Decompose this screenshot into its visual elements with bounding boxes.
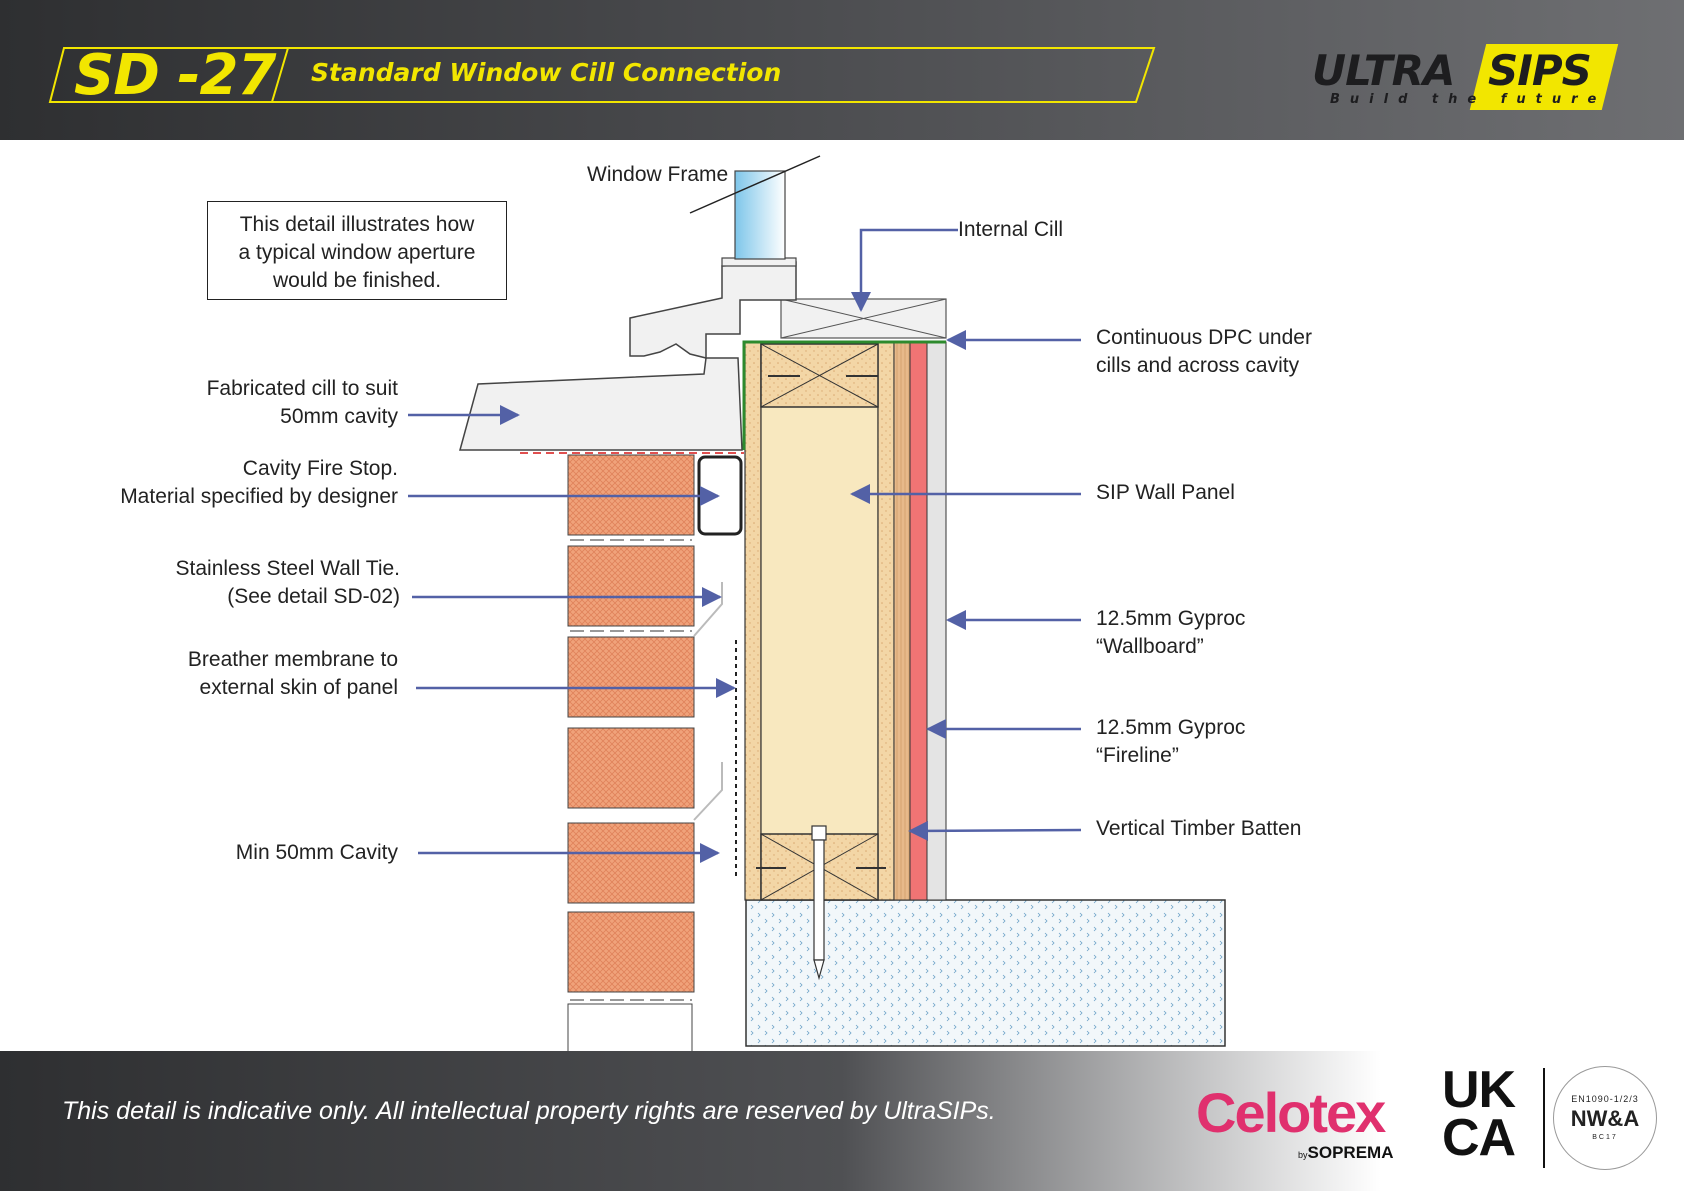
label-wallboard: 12.5mm Gyproc “Wallboard” xyxy=(1096,605,1245,661)
wall-tie xyxy=(693,582,723,637)
label-internal-cill: Internal Cill xyxy=(958,218,1064,241)
label-line: Fabricated cill to suit xyxy=(206,377,398,400)
label-line: Breather membrane to xyxy=(187,648,398,671)
detail-note: This detail illustrates how a typical wi… xyxy=(207,201,507,300)
label-window-frame: Window Frame xyxy=(587,163,729,186)
label-line: 50mm cavity xyxy=(280,405,398,428)
soprema-text: SOPREMA xyxy=(1307,1143,1394,1162)
internal-cill xyxy=(780,298,947,339)
label-line: external skin of panel xyxy=(199,676,398,699)
label-line: (See detail SD-02) xyxy=(227,585,400,608)
note-line: would be finished. xyxy=(272,269,442,292)
label-line: 12.5mm Gyproc xyxy=(1096,607,1246,630)
ukca-bottom: CA xyxy=(1442,1109,1516,1167)
label-fireline: 12.5mm Gyproc “Fireline” xyxy=(1096,714,1245,770)
label-wall-tie: Stainless Steel Wall Tie. (See detail SD… xyxy=(176,555,400,611)
footer-divider xyxy=(1543,1068,1545,1168)
ukca-mark: UK CA xyxy=(1442,1061,1524,1167)
dpc-membrane xyxy=(742,340,946,450)
label-line: “Wallboard” xyxy=(1096,635,1204,658)
label-line: Material specified by designer xyxy=(120,485,398,508)
gyproc-wallboard xyxy=(926,341,947,901)
gyproc-fireline xyxy=(909,341,928,901)
anchor-bolt xyxy=(811,825,827,981)
celotex-logo: Celotex xyxy=(1196,1081,1386,1144)
label-timber-batten: Vertical Timber Batten xyxy=(1096,817,1302,840)
nwa-logo: NW&A xyxy=(1570,1106,1640,1131)
detail-title: Standard Window Cill Connection xyxy=(311,58,782,87)
label-arrows xyxy=(408,228,1082,863)
label-breather-membrane: Breather membrane to external skin of pa… xyxy=(188,646,398,702)
label-fire-stop: Cavity Fire Stop. Material specified by … xyxy=(120,455,398,511)
label-line: Cavity Fire Stop. xyxy=(242,457,398,480)
label-line: “Fireline” xyxy=(1096,744,1179,767)
ukca-top: UK xyxy=(1442,1061,1516,1119)
label-line: cills and across cavity xyxy=(1096,354,1300,377)
label-dpc: Continuous DPC under cills and across ca… xyxy=(1096,324,1312,380)
label-line: 12.5mm Gyproc xyxy=(1096,716,1246,739)
disclaimer-text: This detail is indicative only. All inte… xyxy=(62,1097,996,1125)
brick-outer-leaf xyxy=(567,454,695,1083)
note-line: a typical window aperture xyxy=(238,241,476,264)
vertical-timber-batten xyxy=(893,341,911,901)
label-line: Continuous DPC under xyxy=(1096,326,1312,349)
note-line: This detail illustrates how xyxy=(239,213,475,236)
soprema-logo: bySOPREMA xyxy=(1298,1143,1393,1163)
soprema-by: by xyxy=(1298,1150,1308,1160)
nwa-standard: EN1090-1/2/3 xyxy=(1571,1094,1639,1104)
nwa-code: BC17 xyxy=(1592,1134,1618,1141)
label-min-cavity: Min 50mm Cavity xyxy=(235,841,398,864)
concrete-slab xyxy=(745,899,1226,1047)
detail-code: SD -27 xyxy=(74,43,276,108)
logo-sips-text: SIPS xyxy=(1488,46,1592,95)
fabricated-cill xyxy=(459,357,743,451)
footer-bar xyxy=(0,1051,1684,1191)
window-glass xyxy=(734,170,786,260)
logo-tagline: Build the future xyxy=(1330,92,1607,107)
label-fabricated-cill: Fabricated cill to suit 50mm cavity xyxy=(207,375,398,431)
logo-ultra-text: ULTRA xyxy=(1312,46,1455,95)
wall-tie xyxy=(693,762,723,821)
label-line: Stainless Steel Wall Tie. xyxy=(175,557,400,580)
ultrasips-logo: ULTRA SIPS Build the future xyxy=(1310,42,1619,112)
window-frame-leader xyxy=(689,155,821,214)
nwa-badge-ring xyxy=(1553,1066,1657,1170)
sip-wall-panel xyxy=(744,341,895,901)
title-frame xyxy=(48,47,1156,103)
label-sip-panel: SIP Wall Panel xyxy=(1096,481,1235,504)
